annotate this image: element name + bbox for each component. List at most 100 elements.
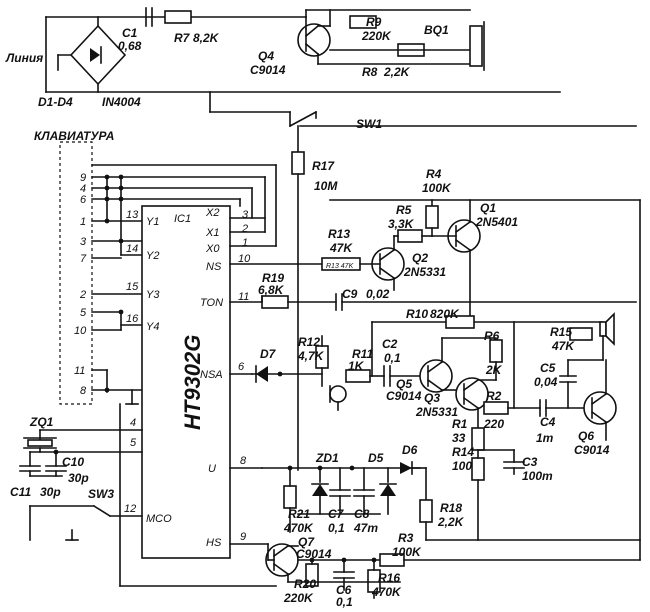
r16-value: 470K <box>371 585 402 599</box>
keyboard: КЛАВИАТУРА 9 4 6 1 3 7 2 5 10 11 8 <box>34 129 266 405</box>
pin-num-10: 10 <box>238 253 251 265</box>
c11-value: 30p <box>40 485 61 499</box>
sw3-ref: SW3 <box>88 487 114 501</box>
q3-ref: Q3 <box>424 391 440 405</box>
capacitor-c9 <box>335 293 637 311</box>
c2-ref: C2 <box>382 337 398 351</box>
r16-ref: R16 <box>378 571 400 585</box>
pin-num-16: 16 <box>126 313 139 325</box>
transistor-q4 <box>297 9 471 57</box>
c9-ref: C9 <box>342 287 358 301</box>
microphone <box>329 385 347 411</box>
resistor-r9 <box>349 15 377 29</box>
r19-ref: R19 <box>262 271 284 285</box>
resistor-r5 <box>397 229 423 243</box>
pin-x0: X0 <box>205 243 220 255</box>
transistor-q2 <box>371 235 405 291</box>
capacitor-c7 <box>329 467 351 515</box>
c6-value: 0,1 <box>336 595 353 609</box>
r20-ref: R20 <box>294 577 316 591</box>
pin-ton: TON <box>200 297 223 309</box>
r6-value: 2K <box>485 363 503 377</box>
key-2: 2 <box>79 289 86 301</box>
r11-ref: R11 <box>352 347 373 361</box>
c9-value: 0,02 <box>366 287 390 301</box>
c4-value: 1m <box>536 431 554 445</box>
zq1-ref: ZQ1 <box>29 415 54 429</box>
c1-value: 0,68 <box>118 39 142 53</box>
r2-value: 220 <box>483 417 504 431</box>
q4-value: C9014 <box>250 63 286 77</box>
c3-ref: C3 <box>522 455 538 469</box>
pin-num-9: 9 <box>240 531 246 543</box>
c1-ref: C1 <box>122 26 138 40</box>
pin-num-5: 5 <box>130 437 137 449</box>
d1d4-ref: D1-D4 <box>38 95 73 109</box>
diode-bridge <box>69 16 127 93</box>
r7-value: 8,2K <box>193 31 220 45</box>
ic1-name: HT9302G <box>180 335 205 430</box>
r1-value: 33 <box>452 431 466 445</box>
q4-ref: Q4 <box>258 49 274 63</box>
c5-value: 0,04 <box>534 375 558 389</box>
pin-hs: HS <box>206 537 222 549</box>
pin-ns: NS <box>206 261 222 273</box>
transistor-q7 <box>265 543 299 583</box>
r5-value: 3,3K <box>388 217 415 231</box>
q1-ref: Q1 <box>480 201 496 215</box>
r12-ref: R12 <box>298 335 320 349</box>
key-3: 3 <box>80 236 87 248</box>
r7-ref: R7 <box>174 31 191 45</box>
c3-value: 100m <box>522 469 553 483</box>
r10-value: 820K <box>430 307 460 321</box>
pin-num-6: 6 <box>238 361 245 373</box>
zener-zd1 <box>311 467 329 515</box>
resistor-r18 <box>419 499 433 523</box>
transistor-q1 <box>431 199 481 319</box>
key-4: 4 <box>80 183 86 195</box>
r19-value: 6,8K <box>258 283 285 297</box>
capacitor-c6 <box>333 559 355 591</box>
r4-value: 100K <box>422 181 452 195</box>
resistor-r14 <box>471 457 485 481</box>
resistor-r21 <box>283 485 297 509</box>
diode-d6 <box>400 461 427 501</box>
transistor-q3 <box>455 361 497 431</box>
r4-ref: R4 <box>426 167 442 181</box>
pin-num-15: 15 <box>126 281 139 293</box>
buzzer-bq1 <box>469 21 485 71</box>
r9-ref: R9 <box>366 15 382 29</box>
d7-ref: D7 <box>260 347 277 361</box>
pin-num-12: 12 <box>124 503 136 515</box>
r17-value: 10M <box>314 179 338 193</box>
key-10: 10 <box>74 325 87 337</box>
sw1-ref: SW1 <box>356 117 382 131</box>
r3-value: 100K <box>392 545 422 559</box>
pin-y2: Y2 <box>146 250 159 262</box>
r17-ref: R17 <box>312 159 335 173</box>
zener-d5 <box>379 467 397 515</box>
pin-y4: Y4 <box>146 321 159 333</box>
d1d4-value: IN4004 <box>102 95 141 109</box>
pin-num-3: 3 <box>242 209 249 221</box>
r14-ref: R14 <box>452 445 474 459</box>
resistor-r10 <box>445 315 475 329</box>
r8-value: 2,2K <box>383 65 411 79</box>
c2-value: 0,1 <box>384 351 401 365</box>
pin-u: U <box>208 463 216 475</box>
speaker <box>599 312 615 346</box>
r20-value: 220K <box>283 591 314 605</box>
c7-value: 0,1 <box>328 521 345 535</box>
pin-num-13: 13 <box>126 209 139 221</box>
r15-ref: R15 <box>550 325 572 339</box>
q5-value: C9014 <box>386 389 422 403</box>
capacitor-c8 <box>353 467 375 515</box>
capacitor-c2 <box>369 365 425 387</box>
q2-value: 2N5331 <box>403 265 446 279</box>
r12-value: 4,7K <box>297 349 325 363</box>
capacitor-c4 <box>539 399 591 417</box>
resistor-r19 <box>261 295 289 309</box>
bq1-ref: BQ1 <box>424 23 449 37</box>
